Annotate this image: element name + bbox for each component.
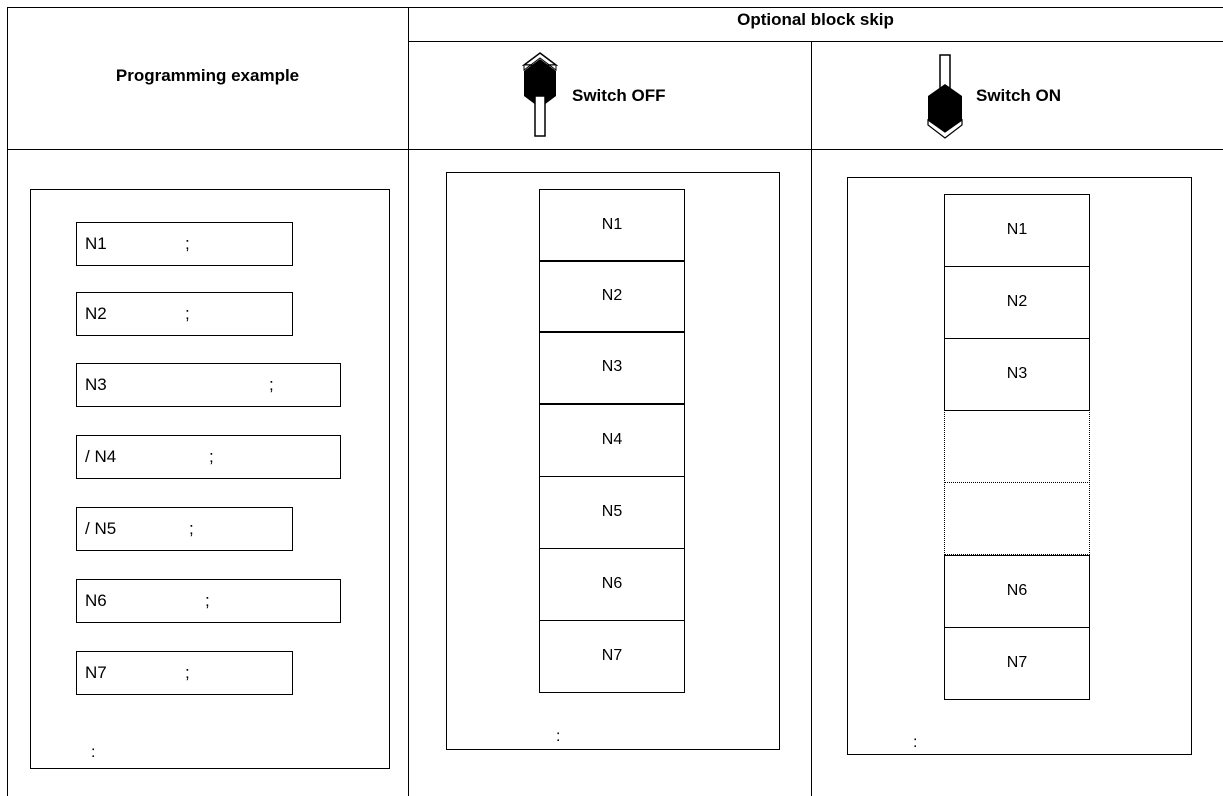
program-listing-panel xyxy=(30,189,390,769)
column-divider-2 xyxy=(811,41,812,796)
switch-on-block-n1: N1 xyxy=(944,194,1090,267)
program-line-n1: N1 ; xyxy=(76,222,293,266)
column-divider-1 xyxy=(408,7,409,796)
program-line-label: N7 xyxy=(85,663,107,682)
switch-off-block-n6: N6 xyxy=(539,548,685,621)
switch-off-block-n2: N2 xyxy=(539,260,685,333)
switch-off-block-n3: N3 xyxy=(539,331,685,404)
program-line-n5-skipped: / N5 ; xyxy=(76,507,293,551)
program-continuation: : xyxy=(91,744,96,761)
program-line-semicolon: ; xyxy=(189,519,194,538)
toggle-switch-off-icon xyxy=(521,52,559,137)
program-line-n7: N7 ; xyxy=(76,651,293,695)
program-line-semicolon: ; xyxy=(209,447,214,466)
switch-on-block-n3: N3 xyxy=(944,338,1090,411)
header-subdivider xyxy=(408,41,1223,42)
program-line-n6: N6 ; xyxy=(76,579,341,623)
program-line-label: N1 xyxy=(85,234,107,253)
program-line-label: / N5 xyxy=(85,519,117,538)
switch-on-block-n2: N2 xyxy=(944,266,1090,339)
switch-off-block-n1: N1 xyxy=(539,189,685,262)
switch-off-block-n5: N5 xyxy=(539,476,685,549)
switch-off-block-n4: N4 xyxy=(539,404,685,477)
header-bottom-rule xyxy=(7,149,1223,150)
switch-off-label: Switch OFF xyxy=(572,86,666,105)
program-line-n4-skipped: / N4 ; xyxy=(76,435,341,479)
table-border-left xyxy=(7,7,8,796)
switch-on-panel xyxy=(847,177,1192,755)
program-line-semicolon: ; xyxy=(205,591,210,610)
switch-off-header: Switch OFF xyxy=(520,50,720,142)
program-line-label: N6 xyxy=(85,591,107,610)
program-line-semicolon: ; xyxy=(185,663,190,682)
switch-on-block-n7: N7 xyxy=(944,627,1090,700)
optional-block-skip-header: Optional block skip xyxy=(737,10,894,29)
switch-on-continuation: : xyxy=(913,734,918,751)
program-line-semicolon: ; xyxy=(185,234,190,253)
switch-on-skipped-block-n4 xyxy=(944,410,1090,483)
switch-off-panel xyxy=(446,172,780,750)
program-line-label: N3 xyxy=(85,375,107,394)
programming-example-header: Programming example xyxy=(115,66,300,85)
toggle-switch-on-icon xyxy=(927,54,963,139)
table-border-top xyxy=(7,7,1223,8)
program-line-semicolon: ; xyxy=(269,375,274,394)
program-line-label: / N4 xyxy=(85,447,117,466)
switch-on-skipped-block-n5 xyxy=(944,482,1090,555)
program-line-n2: N2 ; xyxy=(76,292,293,336)
program-line-n3: N3 ; xyxy=(76,363,341,407)
switch-on-header: Switch ON xyxy=(924,50,1124,142)
program-line-semicolon: ; xyxy=(185,304,190,323)
program-line-label: N2 xyxy=(85,304,107,323)
switch-on-label: Switch ON xyxy=(976,86,1062,105)
switch-off-continuation: : xyxy=(556,728,561,745)
switch-on-block-n6: N6 xyxy=(944,555,1090,628)
switch-off-block-n7: N7 xyxy=(539,620,685,693)
